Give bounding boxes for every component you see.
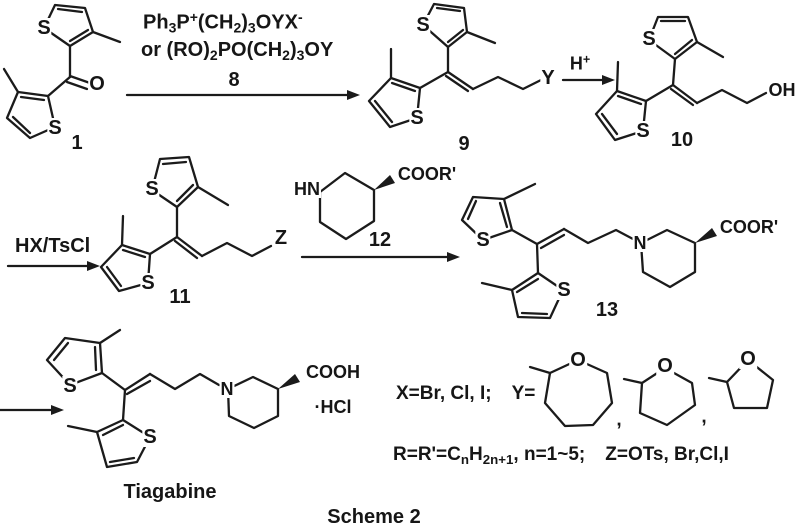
compound-13-structure [460, 182, 717, 320]
sulfur-atom-label: S [415, 14, 431, 36]
step3-reagent: HX/TsCl [15, 235, 91, 257]
step1-reagent-line1: Ph3P+(CH2)3OYX- [143, 10, 303, 35]
compound-number-1: 1 [71, 132, 83, 154]
compound-12-structure [318, 171, 395, 241]
formula-part: + [189, 9, 198, 25]
arrow-step-1 [125, 90, 360, 100]
formula-part: H [569, 53, 583, 74]
formula-part: (CH [197, 11, 234, 34]
nitrogen-atom-label: N [632, 233, 648, 253]
formula-part: 3 [296, 47, 305, 64]
sulfur-atom-label: S [142, 426, 158, 448]
compound-number-10: 10 [670, 129, 694, 151]
formula-part: ) [289, 39, 297, 61]
compound-number-8: 8 [228, 69, 240, 91]
sulfur-atom-label: S [475, 229, 491, 251]
x-definition: X=Br, Cl, I; [396, 383, 492, 404]
formula-part: PO(CH [217, 39, 283, 61]
sulfur-atom-label: S [635, 120, 651, 142]
oxygen-atom-label: O [739, 348, 757, 370]
formula-part: , n=1~5; [513, 444, 586, 465]
sulfur-atom-label: S [556, 279, 572, 301]
hydroxyl-group-label: OH [767, 80, 797, 100]
arrow-step-4 [300, 252, 460, 262]
compound-number-13: 13 [595, 299, 619, 321]
arrow-step-2 [561, 75, 615, 85]
formula-part: R=R'=C [393, 444, 461, 465]
scheme-caption: Scheme 2 [326, 506, 422, 528]
y-substituent-label: Y [540, 67, 556, 89]
formula-part: ) [241, 11, 248, 34]
ester-group-label: COOR' [396, 164, 458, 184]
formula-part: 3 [247, 19, 256, 36]
oxygen-atom-label: O [656, 355, 674, 377]
oxygen-atom-label: O [88, 73, 106, 95]
compound-10-structure [594, 15, 768, 142]
ester-group-label: COOR' [718, 217, 780, 237]
step2-reagent-hplus: H+ [568, 52, 592, 74]
sulfur-atom-label: S [140, 272, 156, 294]
comma-separator: , [700, 406, 708, 428]
amine-nh-label: HN [293, 179, 321, 199]
z-definition: Z=OTs, Br,Cl,I [605, 444, 729, 465]
formula-part: - [297, 9, 303, 25]
arrow-step-3 [6, 261, 100, 271]
formula-part: or (RO) [141, 39, 210, 61]
formula-part: Ph [143, 11, 169, 34]
comma-separator: , [615, 409, 623, 431]
formula-part: 2 [233, 19, 242, 36]
z-substituent-label: Z [273, 227, 289, 249]
product-name: Tiagabine [122, 481, 218, 503]
compound-number-12: 12 [368, 229, 392, 251]
nitrogen-atom-label: N [219, 379, 235, 399]
hcl-salt-label: ·HCl [313, 397, 353, 417]
formula-part: P [176, 11, 190, 34]
sulfur-atom-label: S [47, 117, 63, 139]
sulfur-atom-label: S [409, 107, 425, 129]
compound-11-structure [99, 155, 273, 293]
formula-part: 3 [168, 19, 177, 36]
tiagabine-structure [0, 328, 300, 469]
formula-part: n [460, 451, 469, 467]
oxygen-atom-label: O [569, 349, 587, 371]
r-z-definitions: R=R'=CnH2n+1, n=1~5; Z=OTs, Br,Cl,I [393, 445, 729, 467]
compound-number-9: 9 [458, 133, 470, 155]
step1-reagent-line2: or (RO)2PO(CH2)3OY [141, 40, 333, 63]
formula-part: + [582, 52, 591, 67]
sulfur-atom-label: S [36, 17, 52, 39]
y-group-rings [528, 358, 775, 428]
sulfur-atom-label: S [62, 375, 78, 397]
formula-part: 2 [209, 47, 218, 64]
formula-part: 2n+1 [482, 451, 514, 467]
formula-part: OY [304, 39, 334, 61]
sulfur-atom-label: S [144, 178, 160, 200]
y-definition-label: Y= [511, 383, 536, 404]
formula-part: H [469, 444, 483, 465]
compound-9-structure [367, 2, 543, 129]
formula-part: 2 [282, 47, 290, 64]
formula-part: OYX [255, 11, 298, 34]
acid-group-label: COOH [305, 362, 361, 382]
sulfur-atom-label: S [641, 28, 657, 50]
x-y-definitions: X=Br, Cl, I; Y= [396, 384, 535, 404]
compound-number-11: 11 [169, 286, 191, 308]
